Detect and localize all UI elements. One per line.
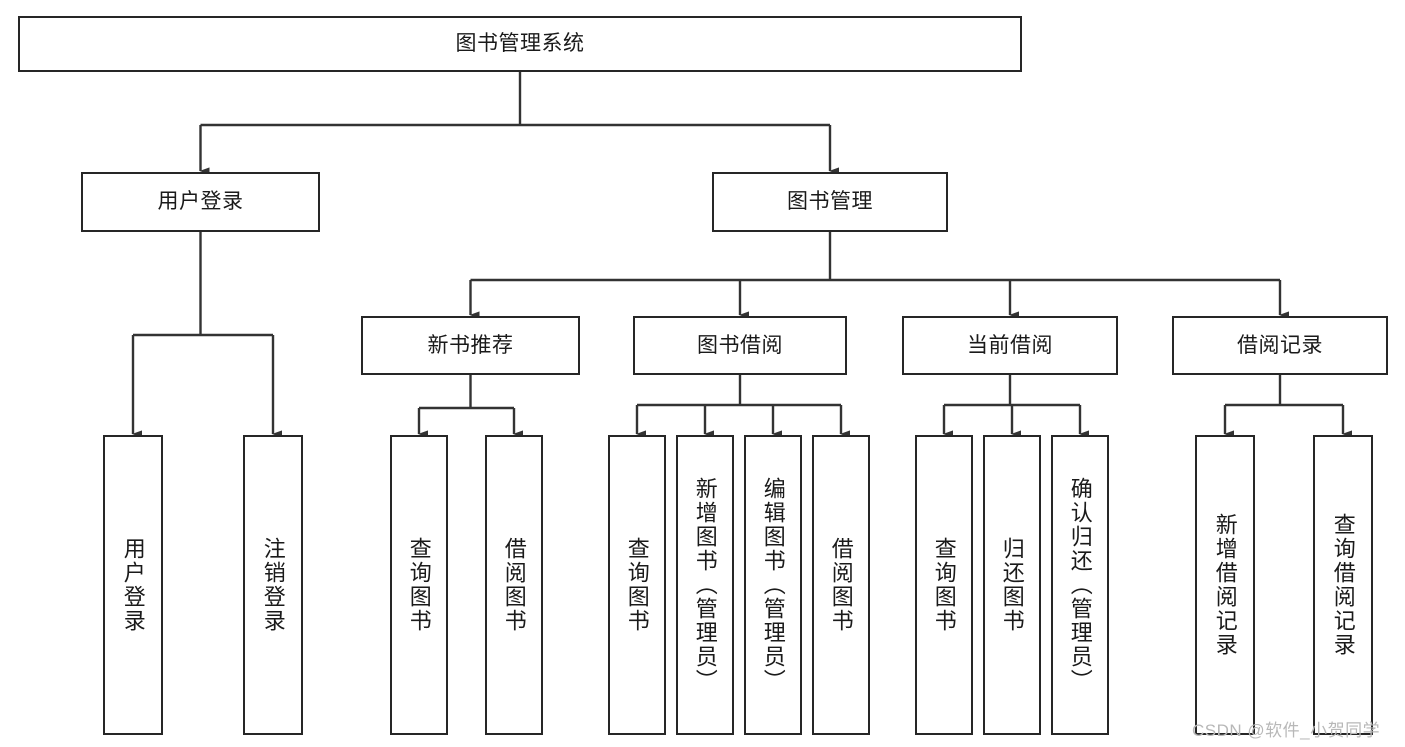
node-leaf-rec-add[interactable]: 新增借阅记录 xyxy=(1195,435,1255,735)
node-l2-current[interactable]: 当前借阅 xyxy=(902,316,1118,375)
node-l2-record[interactable]: 借阅记录 xyxy=(1172,316,1388,375)
node-label: 借阅图书 xyxy=(501,537,527,633)
node-l1-book[interactable]: 图书管理 xyxy=(712,172,948,232)
node-root[interactable]: 图书管理系统 xyxy=(18,16,1022,72)
node-label: 确认归还（管理员） xyxy=(1067,477,1093,693)
watermark-label: CSDN @软件_小贺同学 xyxy=(1192,721,1381,740)
node-leaf-cur-query[interactable]: 查询图书 xyxy=(915,435,973,735)
node-label: 借阅记录 xyxy=(1237,333,1323,357)
node-l2-borrow[interactable]: 图书借阅 xyxy=(633,316,847,375)
node-leaf-new-query[interactable]: 查询图书 xyxy=(390,435,448,735)
node-leaf-br-lend[interactable]: 借阅图书 xyxy=(812,435,870,735)
node-label: 编辑图书（管理员） xyxy=(760,477,786,693)
node-leaf-br-query[interactable]: 查询图书 xyxy=(608,435,666,735)
node-label: 新增图书（管理员） xyxy=(692,477,718,693)
node-label: 图书管理系统 xyxy=(455,32,585,56)
node-label: 图书管理 xyxy=(787,190,873,214)
node-l2-new[interactable]: 新书推荐 xyxy=(361,316,580,375)
node-leaf-cur-return[interactable]: 归还图书 xyxy=(983,435,1041,735)
node-label: 查询图书 xyxy=(406,537,432,633)
node-leaf-rec-query[interactable]: 查询借阅记录 xyxy=(1313,435,1373,735)
node-label: 用户登录 xyxy=(157,190,244,214)
node-leaf-new-borrow[interactable]: 借阅图书 xyxy=(485,435,543,735)
node-label: 查询图书 xyxy=(624,537,650,633)
node-label: 借阅图书 xyxy=(828,537,854,633)
node-leaf-user-login[interactable]: 用户登录 xyxy=(103,435,163,735)
node-label: 图书借阅 xyxy=(697,333,783,357)
node-leaf-user-logout[interactable]: 注销登录 xyxy=(243,435,303,735)
node-label: 用户登录 xyxy=(120,537,146,633)
node-l1-user[interactable]: 用户登录 xyxy=(81,172,320,232)
node-leaf-br-edit[interactable]: 编辑图书（管理员） xyxy=(744,435,802,735)
node-leaf-br-add[interactable]: 新增图书（管理员） xyxy=(676,435,734,735)
node-label: 注销登录 xyxy=(260,537,286,633)
node-label: 当前借阅 xyxy=(967,333,1053,357)
node-label: 归还图书 xyxy=(999,537,1025,633)
node-label: 新增借阅记录 xyxy=(1212,513,1238,657)
node-label: 查询图书 xyxy=(931,537,957,633)
node-label: 新书推荐 xyxy=(427,333,514,357)
node-leaf-cur-confirm[interactable]: 确认归还（管理员） xyxy=(1051,435,1109,735)
node-label: 查询借阅记录 xyxy=(1330,513,1356,657)
